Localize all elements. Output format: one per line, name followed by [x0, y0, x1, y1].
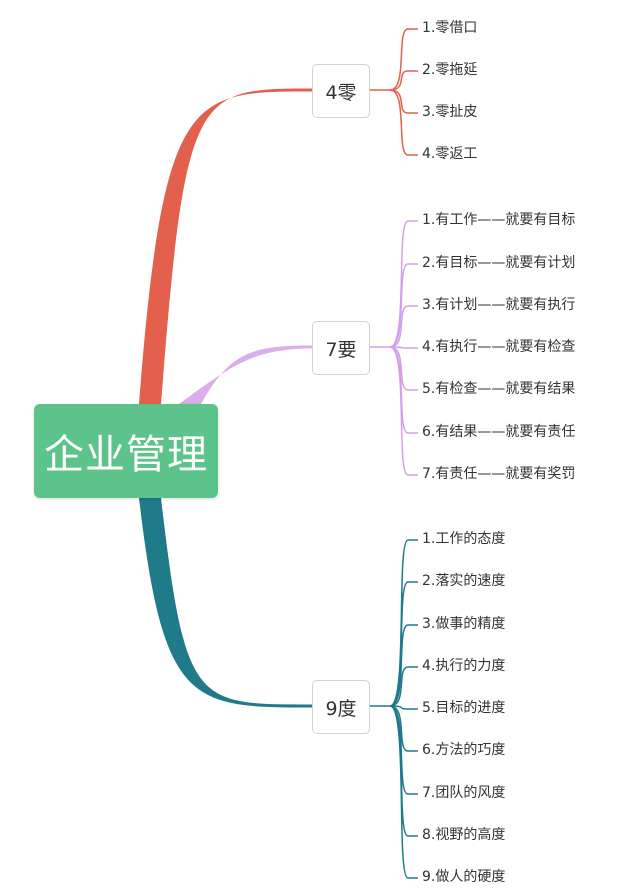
leaf-item[interactable]: 9.做人的硬度 [422, 869, 506, 885]
leaf-item[interactable]: 3.有计划——就要有执行 [422, 297, 576, 313]
root-node[interactable]: 企业管理 [34, 404, 218, 498]
leaf-connector [389, 666, 418, 707]
leaf-connector [389, 305, 418, 348]
leaf-item[interactable]: 2.落实的速度 [422, 573, 506, 589]
leaf-item[interactable]: 7.有责任——就要有奖罚 [422, 466, 576, 482]
leaf-item[interactable]: 6.方法的巧度 [422, 742, 506, 758]
leaf-connector [389, 705, 418, 879]
leaf-connector [389, 89, 418, 114]
branch-connector [179, 345, 312, 404]
leaf-connector [389, 581, 418, 707]
leaf-item[interactable]: 3.零扯皮 [422, 104, 478, 120]
leaf-item[interactable]: 6.有结果——就要有责任 [422, 424, 576, 440]
leaf-connector [389, 705, 418, 752]
leaf-item[interactable]: 4.零返工 [422, 146, 478, 162]
branch-node-4-zero[interactable]: 4零 [312, 64, 370, 118]
leaf-connector [389, 346, 418, 349]
leaf-item[interactable]: 2.零拖延 [422, 62, 478, 78]
leaf-connector [389, 346, 418, 476]
leaf-item[interactable]: 5.有检查——就要有结果 [422, 381, 576, 397]
leaf-connector [389, 539, 418, 707]
leaf-connector [389, 624, 418, 707]
leaf-connector [389, 70, 418, 91]
leaf-connector [389, 28, 418, 91]
leaf-connector [389, 705, 418, 710]
leaf-item[interactable]: 8.视野的高度 [422, 827, 506, 843]
branch-node-7-requirements[interactable]: 7要 [312, 321, 370, 375]
leaf-item[interactable]: 1.零借口 [422, 20, 478, 36]
leaf-connector [389, 220, 418, 348]
leaf-connector [389, 705, 418, 837]
leaf-connector [389, 346, 418, 391]
leaf-item[interactable]: 3.做事的精度 [422, 616, 506, 632]
leaf-connector [389, 89, 418, 156]
leaf-item[interactable]: 2.有目标——就要有计划 [422, 255, 576, 271]
leaf-connector [389, 263, 418, 348]
leaf-item[interactable]: 1.工作的态度 [422, 531, 506, 547]
leaf-connector [389, 705, 418, 795]
branch-node-9-degrees[interactable]: 9度 [312, 680, 370, 734]
leaf-item[interactable]: 7.团队的风度 [422, 785, 506, 801]
branch-connector [139, 498, 312, 708]
leaf-item[interactable]: 1.有工作——就要有目标 [422, 212, 576, 228]
branch-connector [139, 88, 312, 404]
leaf-item[interactable]: 5.目标的进度 [422, 700, 506, 716]
leaf-item[interactable]: 4.有执行——就要有检查 [422, 339, 576, 355]
leaf-item[interactable]: 4.执行的力度 [422, 658, 506, 674]
